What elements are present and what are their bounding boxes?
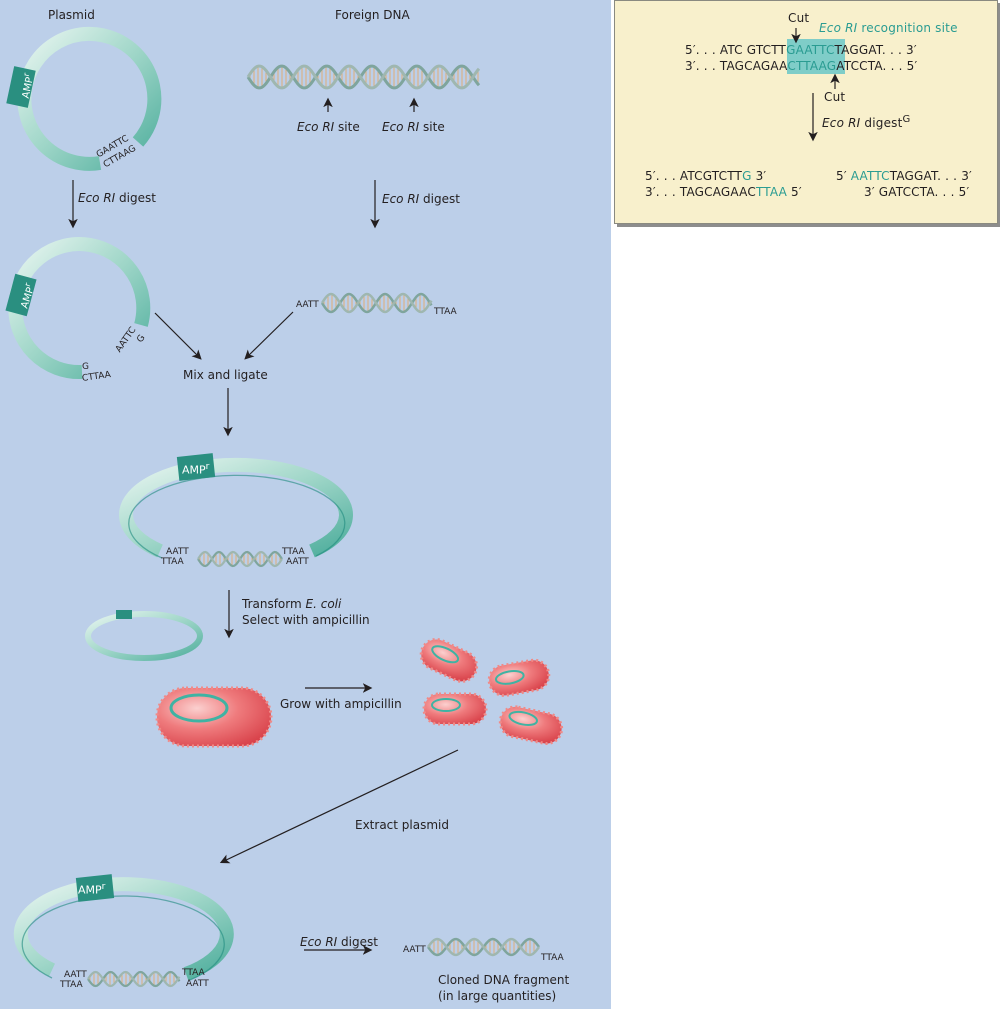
- final-insert-right-bottom: AATT: [186, 979, 209, 989]
- select-label: Select with ampicillin: [242, 613, 370, 627]
- digest-label: Eco RI digestG: [822, 114, 911, 130]
- arrow-to-mix-left: [154, 312, 202, 360]
- cut-label-bottom: Cut: [824, 90, 846, 104]
- inset-arrows: [791, 28, 840, 142]
- plasmid-digest-label: Eco RI digest: [78, 191, 156, 205]
- product-right-bottom: 3′ GATCCTA. . . 5′: [864, 185, 970, 199]
- product-left-bottom: 3′. . . TAGCAGAACTTAA 5′: [645, 185, 802, 199]
- cloned-right-end: TTAA: [541, 953, 564, 963]
- insert-right-bottom: AATT: [286, 557, 309, 567]
- final-insert-left-bottom: TTAA: [60, 980, 83, 990]
- amp-gene-block: [75, 874, 115, 902]
- bottom-strand: 3′. . . TAGCAGAACTTAAGATCCTA. . . 5′: [685, 59, 918, 73]
- extract-label: Extract plasmid: [355, 818, 449, 832]
- ecoli-cell-large: [155, 686, 273, 748]
- mix-and-ligate-label: Mix and ligate: [183, 368, 268, 382]
- insert-left-bottom: TTAA: [161, 557, 184, 567]
- small-recombinant-plasmid: [85, 610, 203, 661]
- amp-label: AMPr: [78, 881, 106, 897]
- plasmid-intact: [6, 26, 162, 171]
- fragment-right-end: TTAA: [434, 307, 457, 317]
- final-digest-label: Eco RI digest: [300, 935, 378, 949]
- transform-label: Transform E. coli: [242, 597, 342, 611]
- final-insert-left-top: AATT: [64, 970, 87, 980]
- ecori-recognition-inset: Cut Eco RI recognition site 5′. . . ATC …: [614, 0, 998, 224]
- amp-gene-block: [5, 273, 37, 317]
- foreign-dna-helix: [246, 64, 481, 90]
- helix-strand: [197, 550, 283, 568]
- insert-right-top: TTAA: [282, 547, 305, 557]
- cloned-quantity-label: (in large quantities): [438, 989, 557, 1003]
- foreign-digest-label: Eco RI digest: [382, 192, 460, 206]
- final-insert-helix: [87, 970, 181, 988]
- recognition-site-label: Eco RI recognition site: [819, 21, 958, 35]
- extracted-plasmid: [13, 874, 234, 981]
- ecori-site-label-2: Eco RI site: [382, 120, 445, 134]
- recognition-site-highlight: [787, 39, 845, 74]
- amp-gene-block: [176, 453, 216, 481]
- insert-left-top: AATT: [166, 547, 189, 557]
- product-right-top: 5′ AATTCTAGGAT. . . 3′: [836, 169, 972, 183]
- diagram-artwork: [5, 26, 564, 988]
- helix-strand: [246, 64, 481, 90]
- cut-label-top: Cut: [788, 11, 810, 25]
- arrow-extract: [219, 749, 459, 864]
- top-strand: 5′. . . ATC GTCTTGAATTCTAGGAT. . . 3′: [685, 43, 917, 57]
- helix-strand: [320, 292, 433, 314]
- fragment-left-end: AATT: [296, 300, 319, 310]
- arrow-to-mix-right: [244, 311, 294, 360]
- helix-strand: [427, 937, 540, 957]
- cloned-left-end: AATT: [403, 945, 426, 955]
- grow-label: Grow with ampicillin: [280, 697, 402, 711]
- cloning-workflow-panel: Plasmid Foreign DNA AMPr GAATTC CTTAAG E…: [0, 0, 611, 1009]
- plasmid-cut: [5, 237, 151, 380]
- ecoli-colony: [419, 638, 564, 746]
- recombinant-plasmid: [119, 453, 353, 559]
- amp-gene-block: [6, 66, 36, 108]
- helix-strand: [87, 970, 181, 988]
- cloned-fragment-label: Cloned DNA fragment: [438, 973, 570, 987]
- foreign-fragment-helix: [320, 292, 433, 314]
- insert-helix: [197, 550, 283, 568]
- helix-strand: [246, 64, 481, 90]
- foreign-dna-title: Foreign DNA: [335, 8, 410, 22]
- cloned-fragment-helix: [427, 937, 540, 957]
- amp-label: AMPr: [182, 461, 210, 477]
- product-left-top: 5′. . . ATCGTCTTG 3′: [645, 169, 767, 183]
- cut-end-left-top: G: [82, 362, 89, 372]
- final-insert-right-top: TTAA: [182, 968, 205, 978]
- plasmid-title: Plasmid: [48, 8, 95, 22]
- ecori-site-label-1: Eco RI site: [297, 120, 360, 134]
